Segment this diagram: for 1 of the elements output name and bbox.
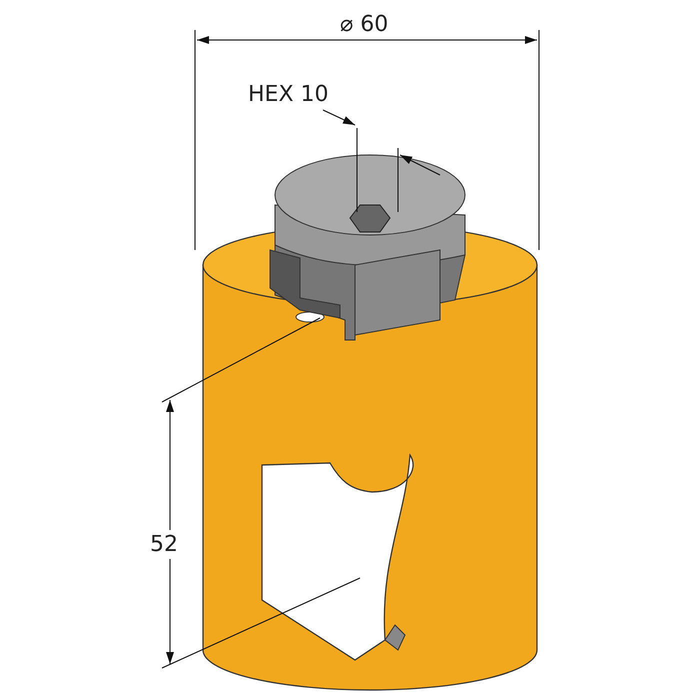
height-label: 52: [150, 530, 178, 559]
